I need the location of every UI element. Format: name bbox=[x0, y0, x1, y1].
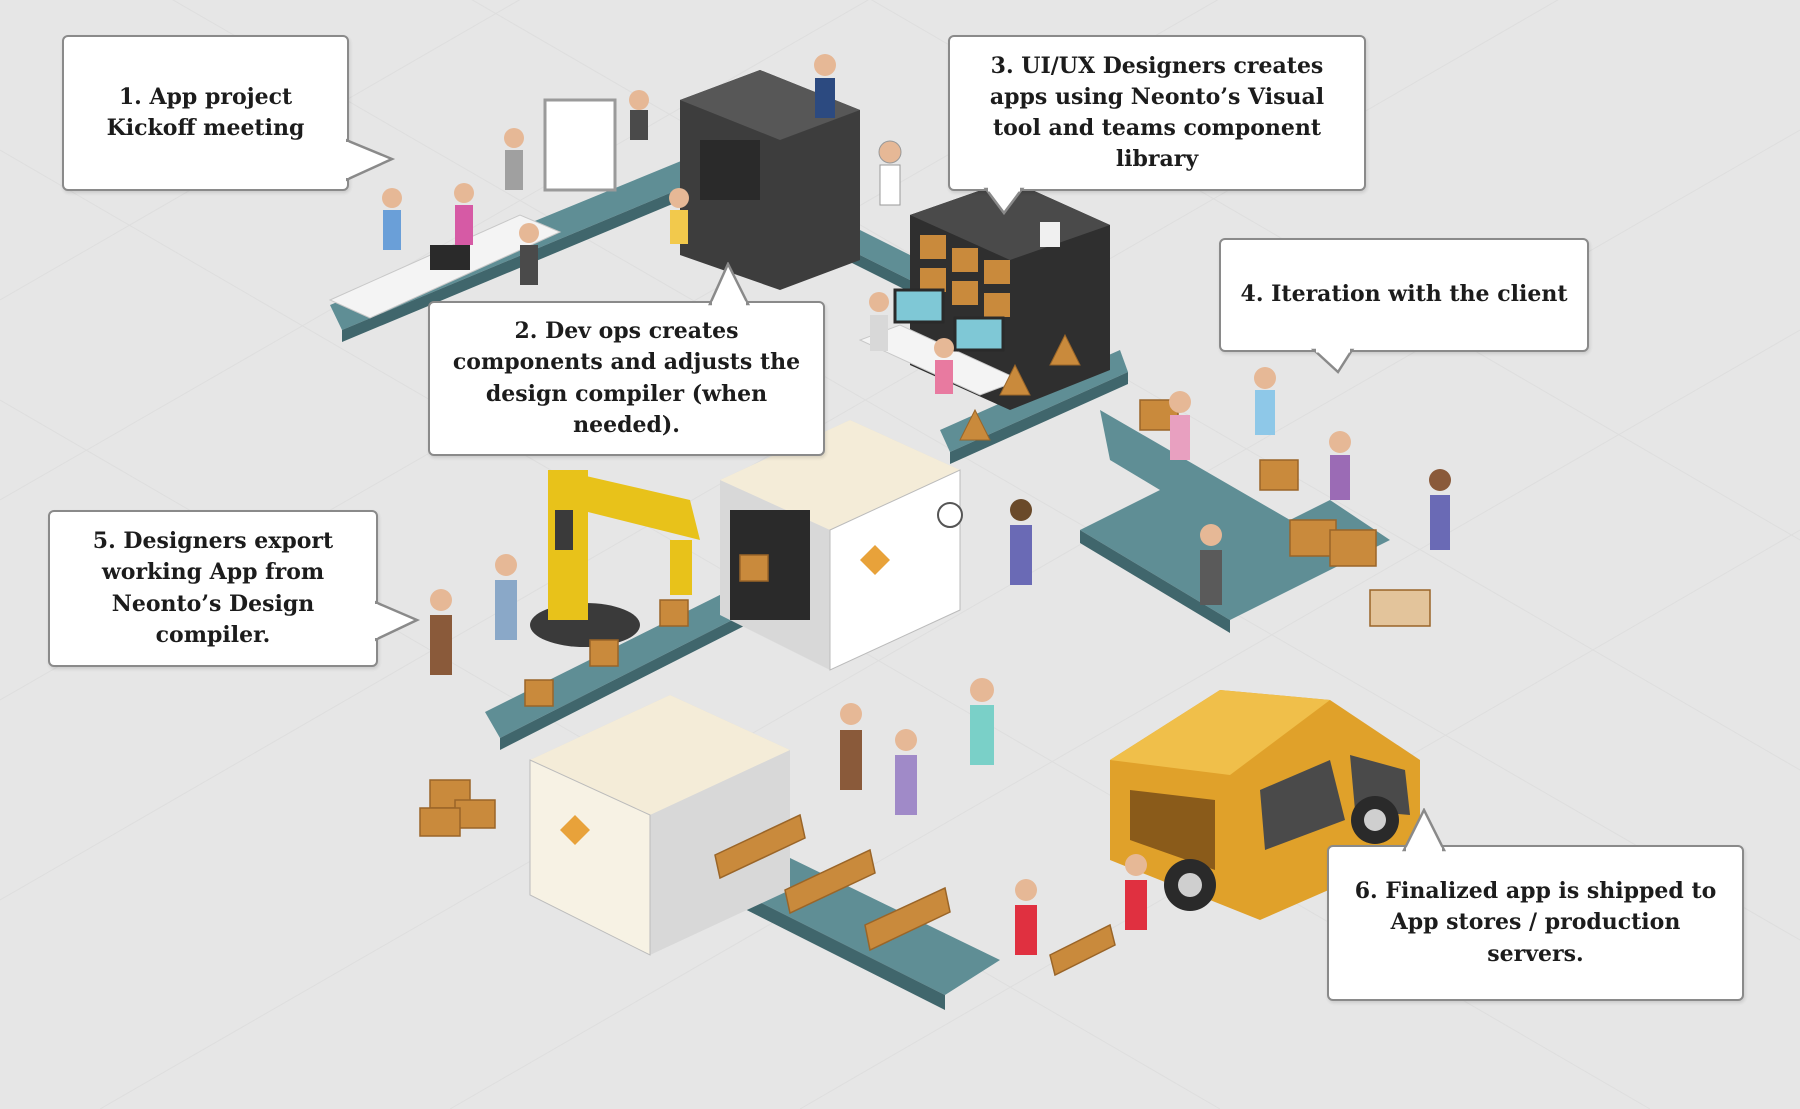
step-3-tail bbox=[983, 187, 1025, 216]
step-1-text: 1. App project Kickoff meeting bbox=[106, 83, 305, 141]
step-4-tail bbox=[1310, 348, 1355, 374]
step-5-callout: 5. Designers export working App from Neo… bbox=[48, 510, 378, 667]
step-6-text: 6. Finalized app is shipped to App store… bbox=[1354, 878, 1717, 967]
machine-shipping bbox=[529, 695, 790, 956]
step-2-callout: 2. Dev ops creates components and adjust… bbox=[428, 301, 825, 456]
step-2-text: 2. Dev ops creates components and adjust… bbox=[452, 318, 801, 438]
machine-dark-top bbox=[680, 70, 860, 290]
step-4-callout: 4. Iteration with the client bbox=[1219, 238, 1589, 352]
step-2-tail bbox=[708, 262, 751, 306]
robot-arm bbox=[530, 470, 700, 647]
step-6-tail bbox=[1401, 808, 1447, 852]
step-5-text: 5. Designers export working App from Neo… bbox=[92, 528, 334, 648]
package-boxes bbox=[419, 399, 1431, 977]
triangle-parts bbox=[959, 333, 1081, 441]
step-6-callout: 6. Finalized app is shipped to App store… bbox=[1327, 845, 1744, 1001]
machine-export bbox=[720, 420, 963, 671]
step-1-tail bbox=[346, 138, 396, 182]
step-3-text: 3. UI/UX Designers creates apps using Ne… bbox=[989, 52, 1325, 173]
step-4-text: 4. Iteration with the client bbox=[1240, 281, 1568, 308]
step-1-callout: 1. App project Kickoff meeting bbox=[62, 35, 349, 191]
step-3-callout: 3. UI/UX Designers creates apps using Ne… bbox=[948, 35, 1366, 191]
conveyor-client-loop bbox=[1080, 410, 1390, 633]
step-5-tail bbox=[375, 600, 421, 642]
people bbox=[382, 54, 1451, 955]
